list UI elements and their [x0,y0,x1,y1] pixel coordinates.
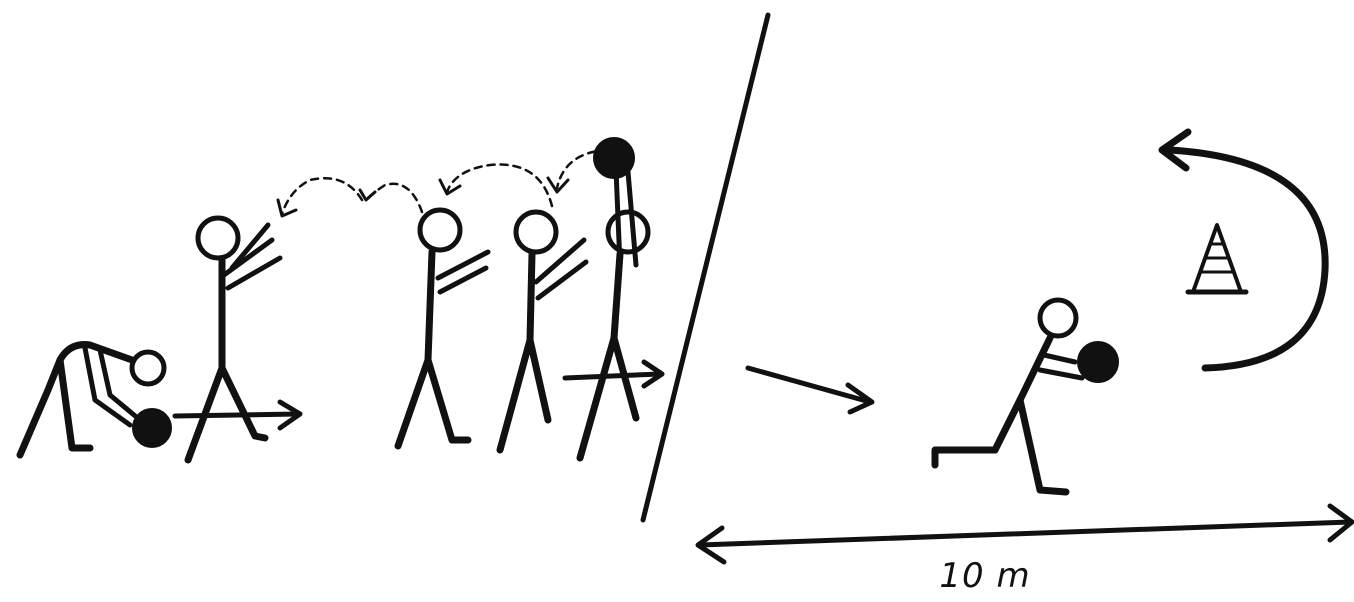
player-bending-with-ball [16,341,167,459]
player-in-line-2 [394,207,491,450]
player-in-line-3 [496,209,589,454]
run-in-arrow [745,365,875,415]
player-receiving-pass [184,215,283,464]
player-holding-ball-overhead [576,167,651,462]
turn-around-arrow [1158,128,1329,372]
distance-arrow [695,503,1354,565]
ball-overhead [593,137,635,179]
distance-label: 10 m [939,556,1031,596]
ball-carried [1077,341,1119,383]
pass-trajectory [276,148,610,218]
player-running-with-ball [931,297,1085,496]
line-forward-arrow [562,359,665,389]
ball-on-ground [132,408,172,448]
divider-line [640,12,771,523]
roll-arrow [172,399,303,431]
cone-icon [1185,223,1249,295]
